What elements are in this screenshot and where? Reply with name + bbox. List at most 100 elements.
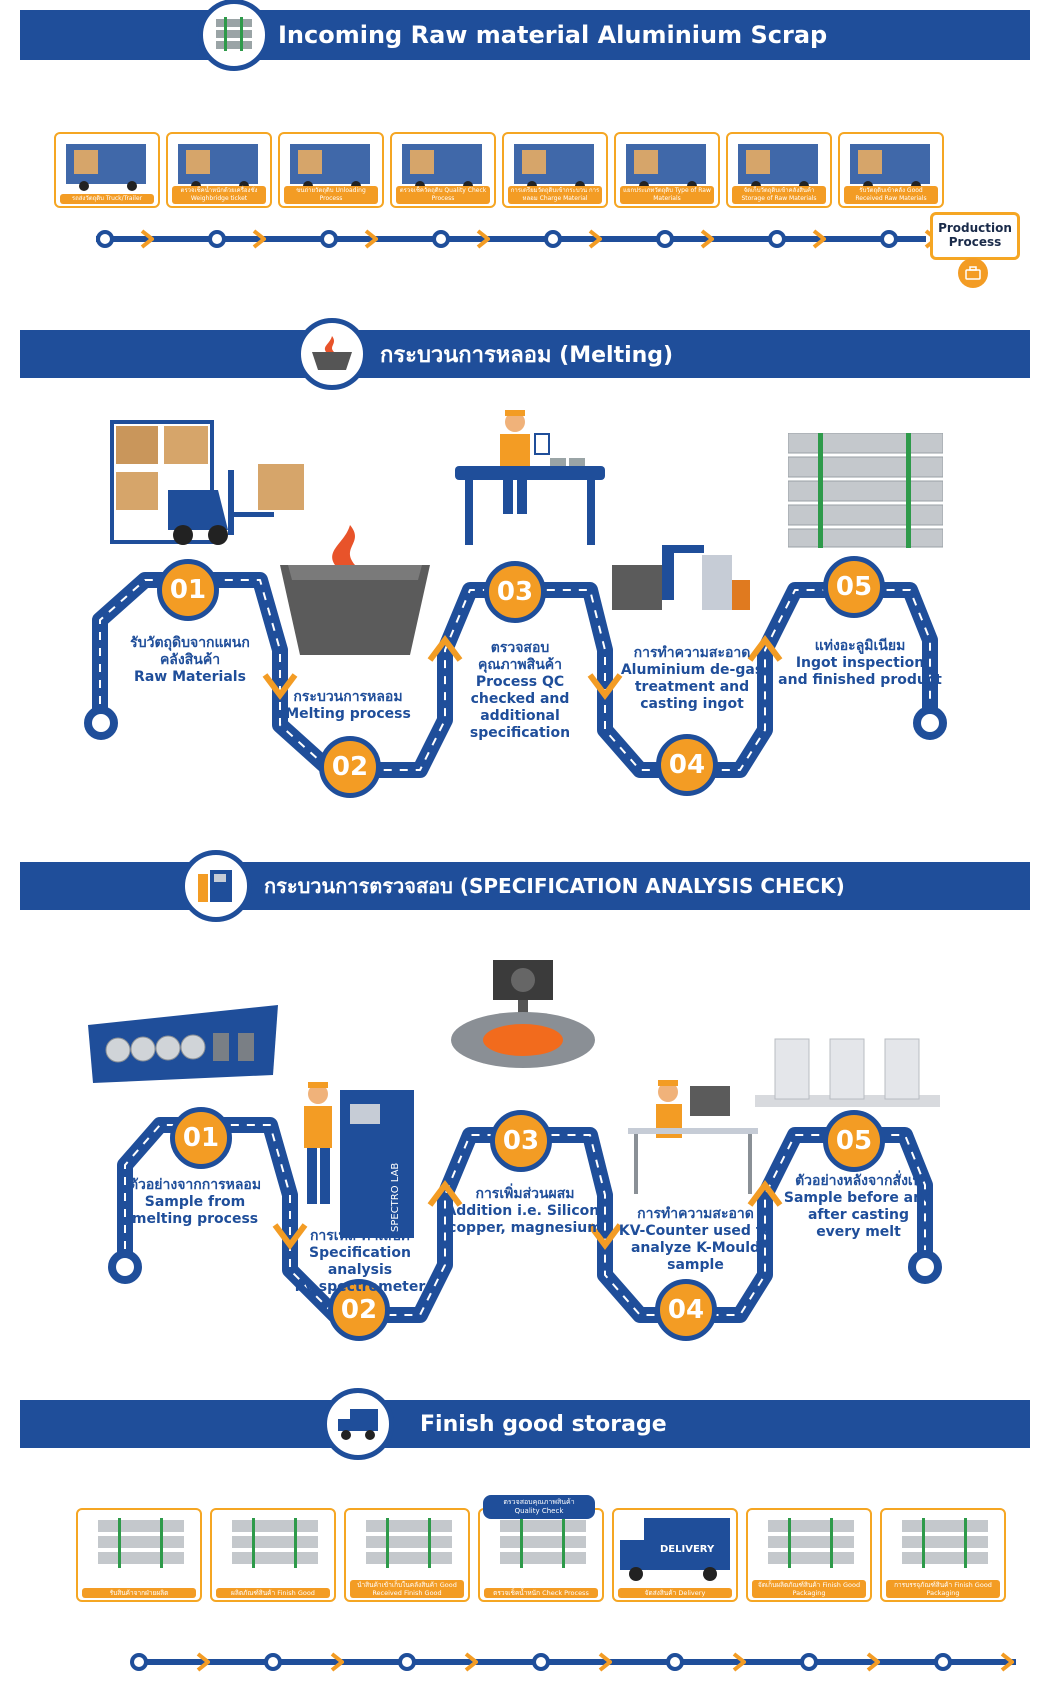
finish-card-illustration: DELIVERY bbox=[620, 1518, 730, 1581]
spec-step-line: KV-Counter used to bbox=[618, 1223, 773, 1239]
spectrometer-worker-illustration: SPECTRO LAB bbox=[304, 1082, 414, 1238]
finish-card[interactable]: จัดเก็บผลิตภัณฑ์สินค้า Finish Good Packa… bbox=[746, 1508, 872, 1602]
timeline-dot bbox=[800, 1653, 818, 1671]
timeline-dot bbox=[768, 230, 786, 248]
incoming-card-illustration bbox=[514, 144, 594, 191]
spec-step-line: การทำความสะอาด bbox=[637, 1206, 754, 1222]
incoming-card[interactable]: การเตรียมวัตถุดิบเข้ากระบวน การหลอม Char… bbox=[502, 132, 608, 208]
melting-end-ring bbox=[913, 706, 947, 740]
timeline-dot bbox=[432, 230, 450, 248]
delivery-truck-banner-icon bbox=[322, 1388, 394, 1460]
incoming-card-caption: รับวัตถุดิบเข้าคลัง Good Received Raw Ma… bbox=[844, 186, 938, 204]
chevron-right-icon bbox=[330, 1652, 344, 1672]
finish-card[interactable]: รับสินค้าจากฝ่ายผลิต bbox=[76, 1508, 202, 1602]
spec-step-number: 02 bbox=[328, 1279, 390, 1341]
finish-card[interactable]: ตรวจเช็คน้ำหนัก Check Process bbox=[478, 1508, 604, 1602]
finish-card[interactable]: DELIVERY จัดส่งสินค้า Delivery bbox=[612, 1508, 738, 1602]
incoming-card-illustration bbox=[626, 144, 706, 191]
production-process-line1: Production bbox=[938, 221, 1012, 235]
qc-worker-conveyor-illustration bbox=[455, 410, 605, 545]
incoming-title: Incoming Raw material Aluminium Scrap bbox=[278, 21, 828, 49]
finish-card[interactable]: การบรรจุภัณฑ์สินค้า Finish Good Packagin… bbox=[880, 1508, 1006, 1602]
melting-step-line: specification bbox=[469, 725, 571, 741]
incoming-card[interactable]: ตรวจเช็ควัตถุดิบ Quality Check Process bbox=[390, 132, 496, 208]
incoming-card[interactable]: รถส่งวัตถุดิบ Truck/Trailer bbox=[54, 132, 160, 208]
melting-step-line: รับวัตถุดิบจากแผนก bbox=[130, 635, 250, 651]
melting-step-number: 03 bbox=[484, 561, 546, 623]
finish-title: Finish good storage bbox=[420, 1411, 667, 1437]
incoming-card-caption: ตรวจเช็คน้ำหนักด้วยเครื่องชั่ง Weighbrid… bbox=[172, 186, 266, 204]
incoming-card-caption: ตรวจเช็ควัตถุดิบ Quality Check Process bbox=[396, 186, 490, 204]
finish-card-illustration bbox=[902, 1518, 988, 1568]
spec-step-line: analyze K-Mould bbox=[630, 1240, 761, 1256]
spec-step-line: Sample before and bbox=[783, 1190, 934, 1206]
chevron-right-icon bbox=[700, 229, 714, 249]
finish-card-caption: ตรวจเช็คน้ำหนัก Check Process bbox=[484, 1588, 598, 1598]
mould-illustration bbox=[755, 1038, 940, 1107]
chevron-right-icon bbox=[1000, 1652, 1014, 1672]
production-process-box[interactable]: Production Process bbox=[930, 212, 1020, 260]
kv-counter-worker-illustration bbox=[628, 1080, 758, 1194]
spec-banner: กระบวนการตรวจสอบ (SPECIFICATION ANALYSIS… bbox=[20, 862, 1030, 910]
timeline-dot bbox=[96, 230, 114, 248]
furnace-banner-icon bbox=[296, 318, 368, 390]
spec-step-line: Sample from bbox=[144, 1194, 246, 1210]
chevron-right-icon bbox=[196, 1652, 210, 1672]
finish-card-illustration bbox=[98, 1518, 184, 1568]
melting-start-ring bbox=[84, 706, 118, 740]
chevron-right-icon bbox=[140, 229, 154, 249]
spec-step-line: copper, magnesium bbox=[448, 1220, 602, 1236]
incoming-card-illustration bbox=[66, 144, 146, 191]
spec-step-line: Specification analysis bbox=[309, 1245, 411, 1278]
crucible-illustration bbox=[451, 960, 595, 1068]
incoming-card[interactable]: ขนถ่ายวัตถุดิบ Unloading Process bbox=[278, 132, 384, 208]
timeline-dot bbox=[544, 230, 562, 248]
delivery-label: DELIVERY bbox=[660, 1544, 715, 1555]
timeline-dot bbox=[656, 230, 674, 248]
timeline-dot bbox=[880, 230, 898, 248]
melting-step-line: Raw Materials bbox=[134, 669, 246, 685]
finish-card-caption: จัดส่งสินค้า Delivery bbox=[618, 1588, 732, 1598]
spectrometer-banner-icon bbox=[180, 850, 252, 922]
timeline-dot bbox=[208, 230, 226, 248]
spec-start-ring bbox=[108, 1250, 142, 1284]
finish-card-illustration bbox=[366, 1518, 452, 1568]
spec-step-number: 04 bbox=[655, 1279, 717, 1341]
incoming-card[interactable]: จัดเก็บวัตถุดิบเข้าคลังสินค้า Storage of… bbox=[726, 132, 832, 208]
melting-step-number: 05 bbox=[823, 556, 885, 618]
incoming-card[interactable]: แยกประเภทวัตถุดิบ Type of Raw Materials bbox=[614, 132, 720, 208]
melting-step-line: treatment and bbox=[634, 679, 750, 695]
incoming-timeline bbox=[96, 236, 926, 242]
finish-card-caption: การบรรจุภัณฑ์สินค้า Finish Good Packagin… bbox=[886, 1580, 1000, 1598]
incoming-card-caption: การเตรียมวัตถุดิบเข้ากระบวน การหลอม Char… bbox=[508, 186, 602, 204]
incoming-banner-icon bbox=[198, 0, 270, 71]
chevron-right-icon bbox=[476, 229, 490, 249]
chevron-right-icon bbox=[464, 1652, 478, 1672]
spec-title: กระบวนการตรวจสอบ (SPECIFICATION ANALYSIS… bbox=[264, 874, 845, 898]
incoming-card[interactable]: รับวัตถุดิบเข้าคลัง Good Received Raw Ma… bbox=[838, 132, 944, 208]
timeline-dot bbox=[398, 1653, 416, 1671]
melting-step-line: คุณภาพสินค้า bbox=[477, 657, 562, 673]
incoming-card-illustration bbox=[738, 144, 818, 191]
melting-step-line: การทำความสะอาด bbox=[633, 645, 751, 661]
finish-card[interactable]: นำสินค้าเข้าเก็บในคลังสินค้า Good Receiv… bbox=[344, 1508, 470, 1602]
forklift-boxes-illustration bbox=[110, 420, 304, 545]
melting-step-line: แท่งอะลูมิเนียม bbox=[814, 638, 906, 654]
incoming-card-illustration bbox=[402, 144, 482, 191]
melting-step-line: and finished product bbox=[778, 672, 942, 688]
qc-tag-line1: ตรวจสอบคุณภาพสินค้า bbox=[503, 1498, 575, 1506]
timeline-dot bbox=[532, 1653, 550, 1671]
finish-card[interactable]: ผลิตภัณฑ์สินค้า Finish Good bbox=[210, 1508, 336, 1602]
spec-step-line: by spectrometer bbox=[294, 1279, 426, 1295]
finish-card-illustration bbox=[768, 1518, 854, 1568]
incoming-card[interactable]: ตรวจเช็คน้ำหนักด้วยเครื่องชั่ง Weighbrid… bbox=[166, 132, 272, 208]
incoming-banner: Incoming Raw material Aluminium Scrap bbox=[20, 10, 1030, 60]
melting-title: กระบวนการหลอม (Melting) bbox=[380, 342, 674, 368]
melting-step-number: 02 bbox=[319, 736, 381, 798]
timeline-dot bbox=[666, 1653, 684, 1671]
spec-step-line: sample bbox=[667, 1257, 724, 1273]
qc-tag-line2: Quality Check bbox=[514, 1507, 564, 1515]
